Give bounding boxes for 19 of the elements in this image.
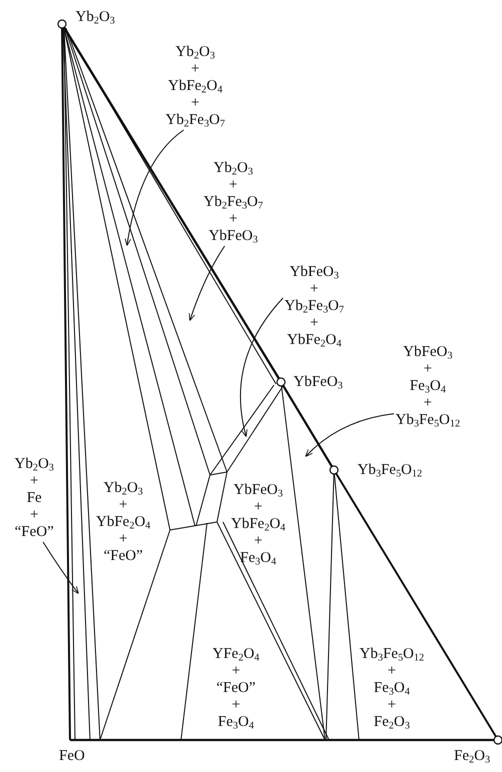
- phase-region-label: Yb$_{2}$O$_{3}$ + Fe + “FeO”: [14, 456, 54, 541]
- leader-line: [42, 542, 79, 594]
- compound-label: Fe$_{2}$O$_{3}$: [454, 748, 490, 765]
- compound-label: Yb$_{3}$Fe$_{5}$O$_{12}$: [358, 462, 422, 479]
- phase-region-label: Yb$_{2}$O$_{3}$ + Yb$_{2}$Fe$_{3}$O$_{7}$ + YbFeO$_{3}$: [204, 160, 263, 245]
- leader-line: [305, 413, 394, 457]
- compound-label: Yb$_{2}$O$_{3}$: [76, 9, 115, 26]
- compound-label: FeO: [59, 748, 85, 765]
- phase-region-label: YbFeO$_{3}$ + Yb$_{2}$Fe$_{3}$O$_{7}$ + YbFe$_{2}$O$_{4}$: [284, 264, 344, 349]
- phase-region-label: Yb$_{2}$O$_{3}$ + YbFe$_{2}$O$_{4}$ + “FeO”: [96, 480, 150, 565]
- phase-region-label: YbFeO$_{3}$ + YbFe$_{2}$O$_{4}$ + Fe$_{3}$O$_{4}$: [231, 482, 286, 567]
- leader-line: [124, 130, 184, 246]
- phase-region-label: YFe$_{2}$O$_{4}$ + “FeO” + Fe$_{3}$O$_{4}$: [212, 646, 260, 731]
- phase-region-label: Yb$_{3}$Fe$_{5}$O$_{12}$ + Fe$_{3}$O$_{4}$ + Fe$_{2}$O$_{3}$: [360, 646, 424, 731]
- phase-region-label: YbFeO$_{3}$ + Fe$_{3}$O$_{4}$ + Yb$_{3}$Fe$_{5}$O$_{12}$: [396, 344, 460, 429]
- leader-line: [240, 298, 284, 438]
- leader-line: [188, 246, 226, 322]
- compound-label: YbFeO$_{3}$: [294, 374, 343, 391]
- phase-region-label: Yb$_{2}$O$_{3}$ + YbFe$_{2}$O$_{4}$ + Yb$_{2}$Fe$_{3}$O$_{7}$: [166, 44, 225, 129]
